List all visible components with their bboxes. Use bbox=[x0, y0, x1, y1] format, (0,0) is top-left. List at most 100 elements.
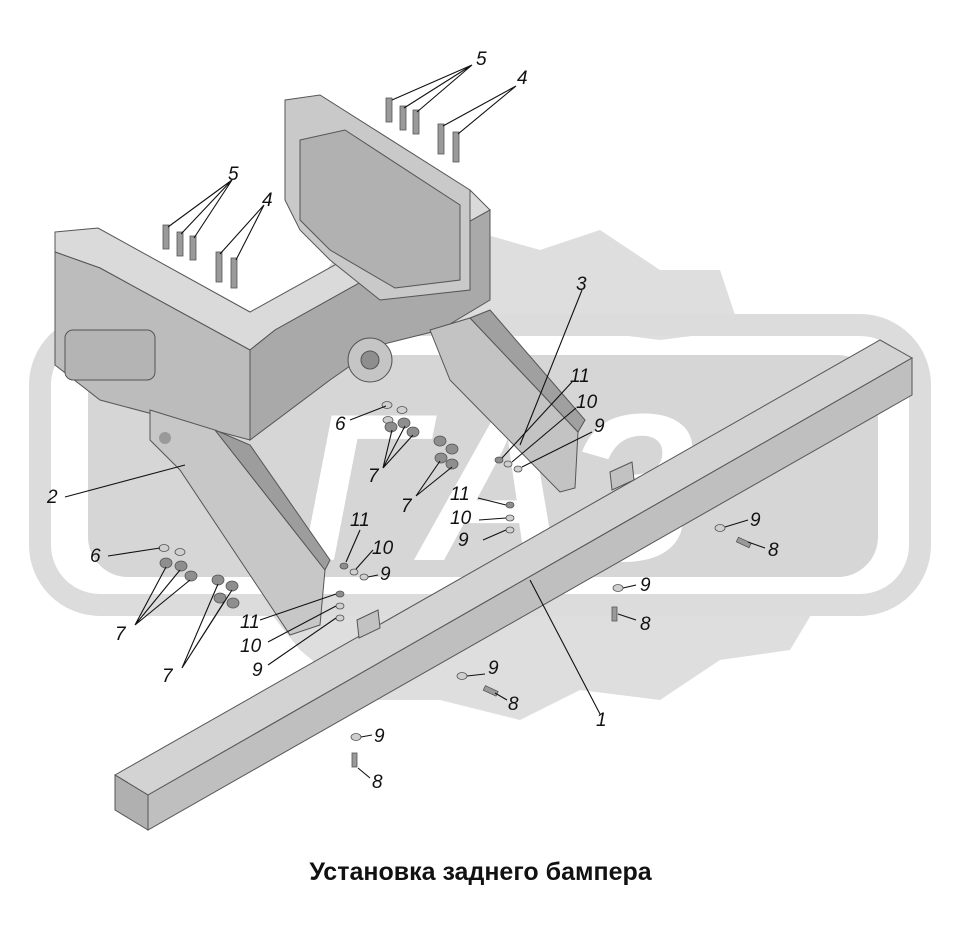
callout-7-upper-a: 7 bbox=[368, 466, 380, 487]
bolt-5 bbox=[162, 224, 170, 250]
callout-11-left: 11 bbox=[350, 510, 370, 531]
callout-8-bottom: 8 bbox=[372, 772, 383, 793]
callout-6-upper: 6 bbox=[335, 414, 346, 435]
nut-7 bbox=[445, 458, 459, 470]
mounting-plate-left bbox=[356, 609, 381, 639]
right-bracket-arm bbox=[429, 309, 586, 493]
leader bbox=[442, 85, 517, 135]
bolt-5 bbox=[399, 105, 407, 131]
callout-9-mid: 9 bbox=[458, 530, 469, 551]
callout-2: 2 bbox=[46, 487, 58, 508]
callout-8-right: 8 bbox=[768, 540, 779, 561]
hitch-eye-hole bbox=[360, 350, 380, 370]
callout-10-mid: 10 bbox=[450, 508, 472, 529]
callout-1: 1 bbox=[596, 710, 607, 731]
callout-9-mid-right: 9 bbox=[640, 575, 651, 596]
bolt-8 bbox=[351, 752, 358, 768]
nut-7 bbox=[433, 435, 447, 447]
bolt-5 bbox=[385, 97, 393, 123]
washer-9 bbox=[714, 524, 726, 532]
callout-8-mid-right: 8 bbox=[640, 614, 651, 635]
leader bbox=[219, 204, 265, 261]
leader bbox=[724, 519, 749, 528]
leader bbox=[382, 425, 414, 469]
hitch-pin-left bbox=[64, 329, 156, 381]
washer-9 bbox=[456, 672, 468, 680]
nut-7 bbox=[159, 557, 173, 569]
callout-5-left: 5 bbox=[228, 164, 239, 185]
callout-11-lower: 11 bbox=[240, 612, 260, 633]
nut-7 bbox=[445, 443, 459, 455]
callout-10-lower: 10 bbox=[240, 636, 262, 657]
washer-9 bbox=[612, 584, 624, 592]
callout-9-left: 9 bbox=[380, 564, 391, 585]
washer-9 bbox=[350, 733, 362, 741]
nut-7 bbox=[184, 570, 198, 582]
callout-7-lower-a: 7 bbox=[115, 624, 127, 645]
bolt-4 bbox=[215, 251, 223, 283]
bumper-side bbox=[147, 357, 913, 831]
callout-11: 11 bbox=[570, 366, 590, 387]
callout-11-mid: 11 bbox=[450, 484, 470, 505]
callout-7-lower-b: 7 bbox=[162, 666, 174, 687]
bolt-5 bbox=[189, 235, 197, 261]
rear-bumper-bar bbox=[114, 339, 914, 831]
nut-7 bbox=[406, 426, 420, 438]
washer-9 bbox=[505, 526, 515, 534]
nut-7 bbox=[174, 560, 188, 572]
leader bbox=[511, 407, 577, 463]
leader bbox=[521, 431, 593, 468]
washer-9 bbox=[359, 573, 369, 581]
leader bbox=[259, 593, 337, 621]
nut-7 bbox=[211, 574, 225, 586]
callout-9-lower: 9 bbox=[252, 660, 263, 681]
washer-10 bbox=[349, 568, 359, 576]
callout-9-bottom: 9 bbox=[374, 726, 385, 747]
callout-7-upper-b: 7 bbox=[401, 496, 413, 517]
left-bracket-arm bbox=[149, 409, 331, 636]
callout-9-bottom-mid: 9 bbox=[488, 658, 499, 679]
leader bbox=[747, 541, 766, 549]
callout-9-right: 9 bbox=[750, 510, 761, 531]
leader bbox=[501, 381, 573, 459]
leader bbox=[494, 692, 508, 701]
callout-labels: 5 4 5 4 3 11 10 9 6 7 7 2 11 10 9 11 10 … bbox=[46, 49, 779, 793]
washer-10 bbox=[335, 602, 345, 610]
nut-7 bbox=[434, 452, 448, 464]
leader bbox=[466, 673, 486, 677]
nut-11 bbox=[335, 590, 345, 598]
bolt-4 bbox=[230, 257, 238, 289]
mounting-plate-right bbox=[609, 461, 635, 491]
leader bbox=[519, 289, 583, 446]
washers-and-nuts bbox=[158, 401, 726, 741]
leader bbox=[107, 547, 161, 557]
callout-5-top: 5 bbox=[476, 49, 487, 70]
leader bbox=[134, 566, 191, 626]
washer-6 bbox=[158, 544, 170, 552]
leader bbox=[415, 460, 453, 497]
washer bbox=[174, 548, 186, 556]
callout-4-top: 4 bbox=[517, 68, 528, 89]
nut-11 bbox=[494, 456, 504, 464]
nut-11 bbox=[505, 501, 515, 509]
nut-7 bbox=[213, 592, 227, 604]
bolt-4 bbox=[437, 123, 445, 155]
leader bbox=[477, 497, 507, 506]
leader bbox=[391, 64, 473, 113]
leader bbox=[478, 517, 507, 521]
nut-7 bbox=[384, 421, 398, 433]
bolt-8 bbox=[611, 606, 618, 622]
leader bbox=[349, 405, 387, 421]
nut-7 bbox=[225, 580, 239, 592]
washer bbox=[396, 406, 408, 414]
left-arm-hole bbox=[159, 432, 171, 444]
nut-7 bbox=[397, 417, 411, 429]
callout-9: 9 bbox=[594, 416, 605, 437]
leader bbox=[367, 574, 379, 578]
nut-11 bbox=[339, 562, 349, 570]
upper-bracket-face bbox=[299, 129, 461, 289]
leader bbox=[360, 734, 373, 738]
bolt-5 bbox=[176, 231, 184, 257]
leader bbox=[529, 579, 601, 715]
bolts bbox=[162, 97, 752, 768]
